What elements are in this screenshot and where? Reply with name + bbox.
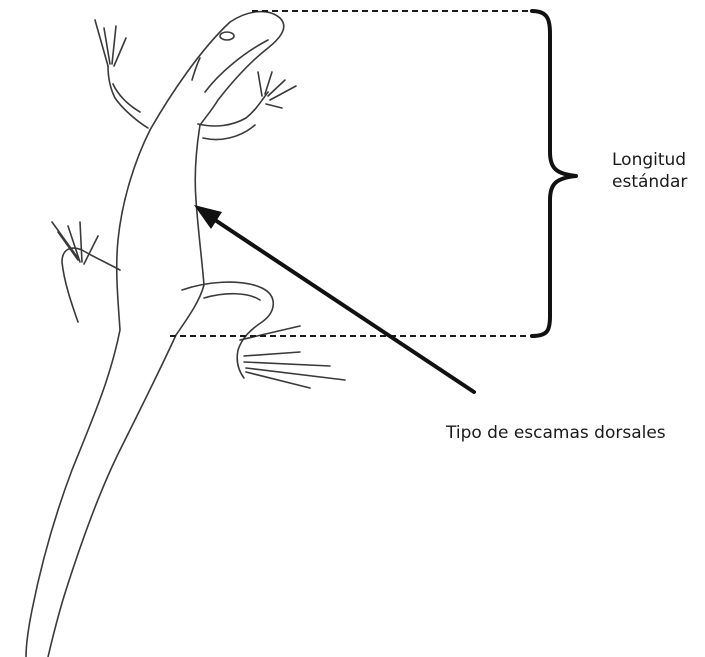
lizard-hind-foot-left bbox=[52, 222, 98, 264]
standard-length-line1: Longitud bbox=[612, 149, 687, 171]
arrow-shaft bbox=[206, 214, 474, 392]
lizard-mouth bbox=[205, 40, 268, 92]
standard-length-label: Longitud estándar bbox=[612, 149, 687, 193]
lizard-front-foot-right bbox=[258, 72, 296, 108]
lizard-left-flank bbox=[26, 130, 150, 657]
lizard-front-leg-right bbox=[198, 92, 268, 126]
lizard-hind-leg-right bbox=[182, 282, 273, 378]
curly-brace-icon bbox=[532, 11, 576, 336]
lizard-front-leg-left bbox=[108, 66, 148, 128]
lizard-icon bbox=[26, 12, 345, 657]
lizard-eye bbox=[220, 32, 234, 40]
lizard-front-foot-left bbox=[95, 20, 126, 66]
lizard-hind-leg-left bbox=[62, 248, 120, 322]
standard-length-line2: estándar bbox=[612, 171, 687, 193]
dorsal-scales-label: Tipo de escamas dorsales bbox=[446, 422, 666, 444]
lizard-head bbox=[150, 12, 284, 130]
lizard-right-flank bbox=[48, 125, 204, 657]
